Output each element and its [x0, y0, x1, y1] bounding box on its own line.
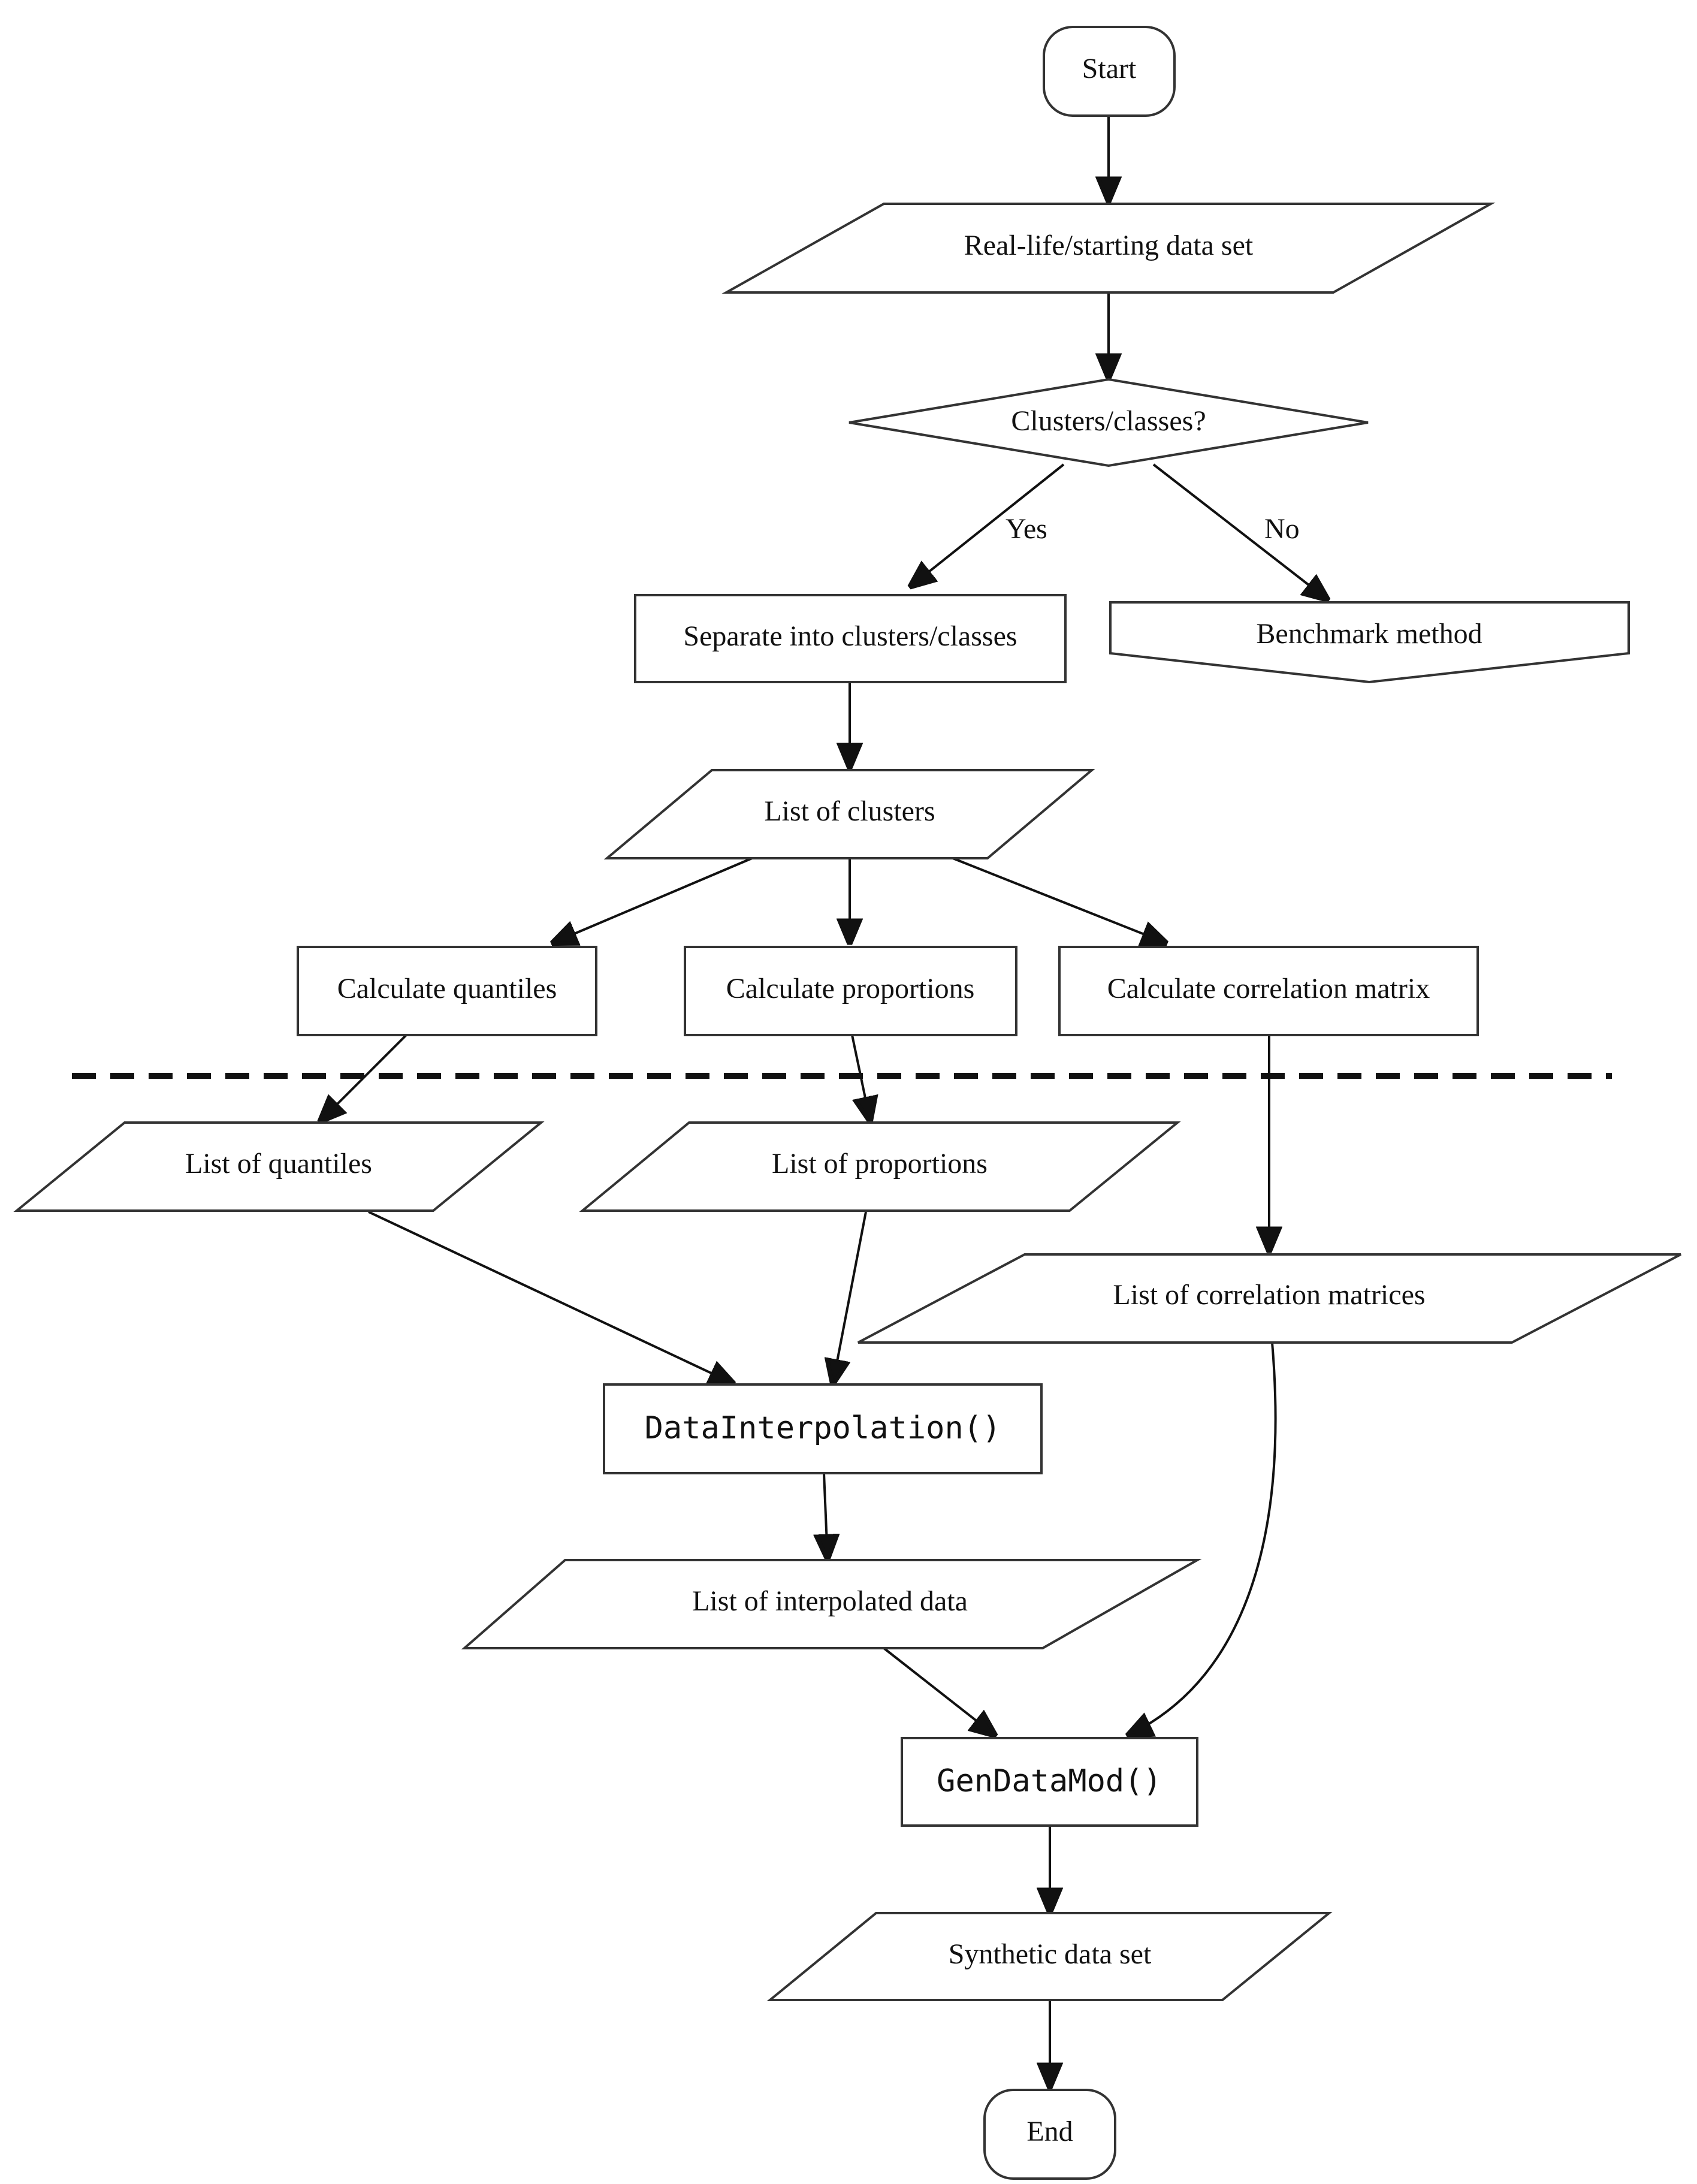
edge-label-yes: Yes [1005, 513, 1047, 545]
node-benchmark-method-label: Benchmark method [1256, 618, 1482, 650]
edge-clusters-to-quantiles [553, 857, 753, 943]
node-list-correlation: List of correlation matrices [857, 1253, 1681, 1344]
node-end-label: End [1026, 2116, 1073, 2147]
node-list-of-clusters: List of clusters [603, 769, 1095, 859]
node-gen-data-mod-label: GenDataMod() [937, 1763, 1162, 1799]
node-list-proportions: List of proportions [579, 1121, 1181, 1212]
edge-list-proportions-to-interp [833, 1211, 867, 1383]
node-clusters-decision: Clusters/classes? [849, 378, 1369, 467]
node-separate-clusters-label: Separate into clusters/classes [683, 620, 1017, 652]
node-synthetic-data: Synthetic data set [766, 1912, 1333, 2001]
node-start-label: Start [1082, 53, 1137, 85]
edge-list-quantiles-to-interp [368, 1211, 733, 1383]
edge-clusters-to-correlation [952, 857, 1165, 943]
node-list-quantiles-label: List of quantiles [185, 1148, 372, 1180]
node-end: End [983, 2089, 1116, 2180]
node-synthetic-data-label: Synthetic data set [949, 1938, 1152, 1970]
edge-list-interpolated-to-gen [883, 1647, 995, 1735]
edges [321, 117, 1327, 2087]
node-real-life-data-label: Real-life/starting data set [964, 230, 1254, 261]
node-calc-correlation: Calculate correlation matrix [1058, 946, 1479, 1036]
node-data-interpolation-label: DataInterpolation() [645, 1410, 1001, 1446]
edge-list-correlation-to-gen [1128, 1342, 1277, 1735]
node-list-of-clusters-label: List of clusters [764, 795, 935, 827]
node-benchmark-method: Benchmark method [1109, 601, 1630, 684]
node-real-life-data: Real-life/starting data set [721, 203, 1496, 294]
node-start: Start [1043, 26, 1176, 117]
node-calc-correlation-label: Calculate correlation matrix [1107, 973, 1430, 1004]
node-gen-data-mod: GenDataMod() [901, 1737, 1198, 1827]
node-calc-proportions: Calculate proportions [684, 946, 1017, 1036]
node-list-quantiles: List of quantiles [13, 1121, 545, 1212]
node-list-interpolated-label: List of interpolated data [692, 1585, 968, 1617]
node-calc-quantiles: Calculate quantiles [297, 946, 597, 1036]
node-calc-quantiles-label: Calculate quantiles [337, 973, 557, 1004]
node-list-interpolated: List of interpolated data [461, 1559, 1202, 1649]
node-list-proportions-label: List of proportions [772, 1148, 988, 1180]
node-separate-clusters: Separate into clusters/classes [634, 594, 1067, 683]
edge-decision-no [1152, 463, 1327, 599]
node-calc-proportions-label: Calculate proportions [726, 973, 975, 1004]
edge-interp-to-list-interpolated [824, 1473, 828, 1558]
node-clusters-decision-label: Clusters/classes? [1011, 405, 1206, 437]
node-data-interpolation: DataInterpolation() [603, 1383, 1043, 1474]
edge-label-no: No [1264, 513, 1300, 545]
edge-decision-yes [911, 463, 1065, 586]
node-list-correlation-label: List of correlation matrices [1113, 1279, 1425, 1311]
